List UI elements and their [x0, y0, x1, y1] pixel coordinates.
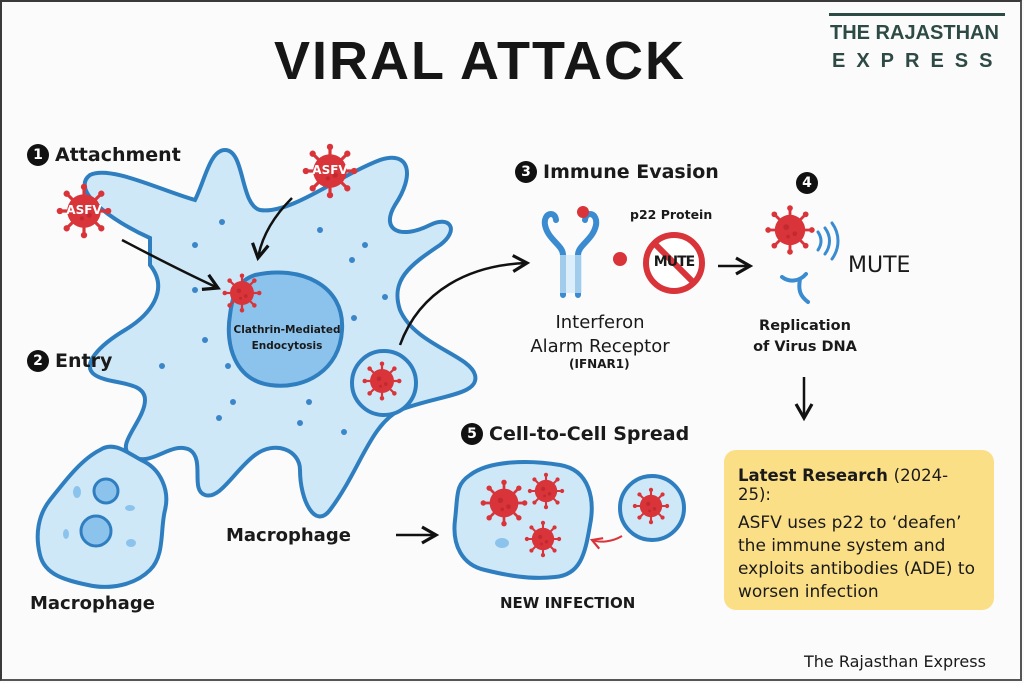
research-heading: Latest Research (2024-25):	[738, 466, 949, 504]
virus-label: ASFV	[66, 203, 102, 217]
page-title: VIRAL ATTACK	[274, 31, 686, 91]
endocytosis-label: Clathrin-Mediated Endocytosis	[233, 324, 341, 352]
new-infection-caption: NEW INFECTION	[500, 594, 636, 612]
p22-protein-label: p22 Protein	[630, 207, 713, 222]
cytoplasm-dots	[159, 219, 388, 435]
step-number-badge: 4	[796, 172, 818, 194]
research-note: Latest Research (2024-25): ASFV uses p22…	[724, 450, 994, 610]
step-number-badge: 2	[27, 350, 49, 372]
mute-prohibition-sign	[643, 232, 705, 294]
virus-label: ASFV	[312, 163, 348, 177]
step-label: Cell-to-Cell Spread	[489, 423, 690, 445]
infected-cell	[452, 460, 594, 580]
mute-sign-text: MUTE	[653, 254, 695, 270]
research-body: ASFV uses p22 to ‘deafen’ the immune sys…	[738, 513, 975, 602]
step-label: Attachment	[55, 144, 181, 166]
receptor-label: Interferon Alarm Receptor	[530, 312, 670, 357]
step-immune-evasion: 3 Immune Evasion	[515, 161, 719, 183]
replication-label: Replication of Virus DNA	[753, 318, 857, 355]
dna-strand	[780, 272, 810, 304]
small-macrophage-label: Macrophage	[30, 593, 155, 614]
step-entry: 2 Entry	[27, 350, 112, 372]
sound-waves	[816, 221, 840, 261]
endocytosis-vesicle	[226, 270, 345, 388]
step-label: Immune Evasion	[543, 161, 719, 183]
brand-name: THE RAJASTHAN	[830, 22, 999, 44]
mute-label: MUTE	[848, 253, 911, 278]
step-attachment: 1 Attachment	[27, 144, 181, 166]
step-number-badge: 3	[515, 161, 537, 183]
receptor-code: (IFNAR1)	[569, 357, 630, 371]
brand-rule	[829, 13, 1005, 16]
brand-subtitle: EXPRESS	[832, 50, 1004, 72]
step-number-badge: 5	[461, 423, 483, 445]
footer-credit: The Rajasthan Express	[804, 652, 986, 671]
step-number-badge: 1	[27, 144, 49, 166]
step-replication: 4	[796, 172, 818, 194]
macrophage-label: Macrophage	[226, 525, 351, 546]
step-cell-spread: 5 Cell-to-Cell Spread	[461, 423, 689, 445]
step-label: Entry	[55, 350, 113, 372]
